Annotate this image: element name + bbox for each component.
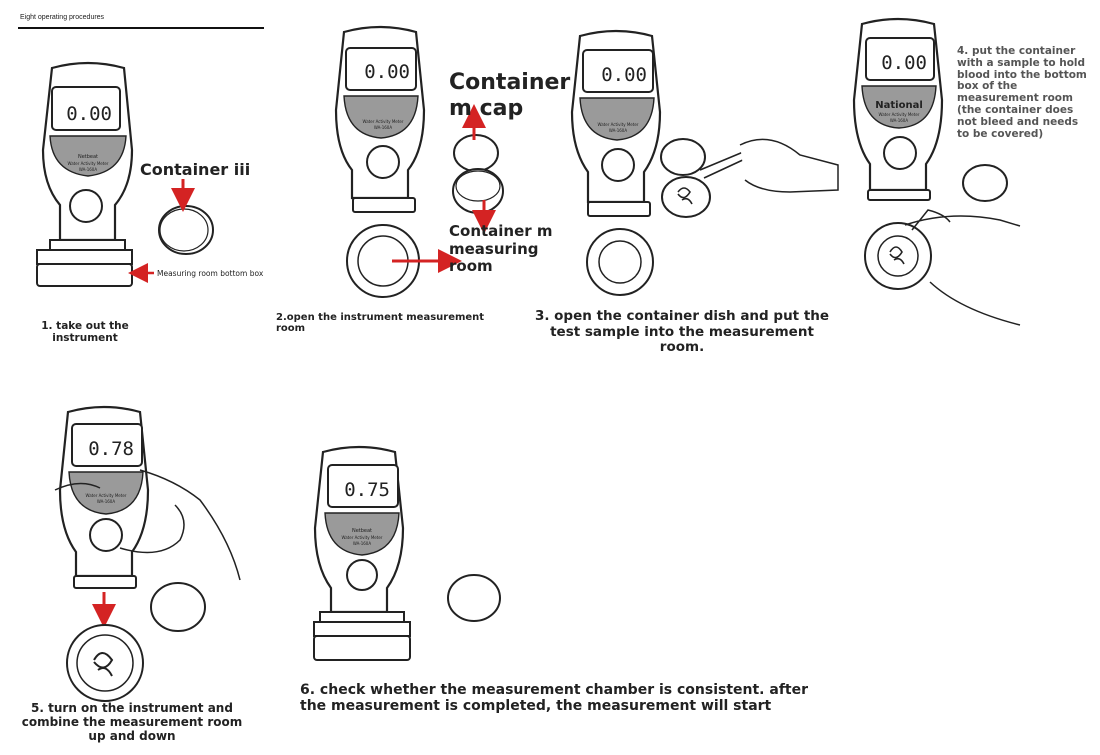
label-container-room: Container m measuring room bbox=[449, 222, 553, 275]
container-dish bbox=[158, 205, 214, 255]
combined-room bbox=[66, 624, 144, 702]
device-brand: Netbeat bbox=[352, 528, 372, 534]
container-lid bbox=[150, 582, 206, 632]
container-lid bbox=[962, 164, 1008, 202]
step-3-caption: 3. open the container dish and put the t… bbox=[534, 308, 830, 355]
label-bottom-box: Measuring room bottom box bbox=[157, 269, 264, 278]
device-code: WA-160A bbox=[374, 125, 392, 130]
device-code: WA-160A bbox=[890, 118, 908, 123]
display-reading: 0.78 bbox=[88, 438, 134, 460]
step-1-caption: 1. take out the instrument bbox=[41, 320, 129, 344]
label-container-iii: Container iii bbox=[140, 160, 251, 179]
display-reading: 0.00 bbox=[364, 61, 410, 83]
step-4-caption: 4. put the container with a sample to ho… bbox=[957, 45, 1087, 140]
display-reading: 0.00 bbox=[881, 52, 927, 74]
device-model-line: Water Activity Meter bbox=[342, 535, 383, 540]
page-title: Eight operating procedures bbox=[20, 14, 105, 21]
device-code: WA-160A bbox=[609, 128, 627, 133]
container-lid bbox=[447, 574, 501, 622]
meter-device-6 bbox=[313, 445, 411, 661]
hand-with-container bbox=[864, 209, 1021, 326]
hand-with-tweezers bbox=[699, 138, 839, 193]
display-reading: 0.00 bbox=[601, 64, 647, 86]
display-reading: 0.00 bbox=[66, 103, 112, 125]
device-code: WA-160A bbox=[97, 499, 115, 504]
meter-device-4 bbox=[852, 17, 944, 201]
measuring-room bbox=[586, 228, 654, 296]
device-model-line: Water Activity Meter bbox=[879, 112, 920, 117]
meter-device-1 bbox=[36, 61, 134, 287]
device-model-line: Water Activity Meter bbox=[363, 119, 404, 124]
display-reading: 0.75 bbox=[344, 479, 390, 501]
device-code: WA-160A bbox=[353, 541, 371, 546]
meter-device-2 bbox=[334, 25, 426, 213]
title-rule bbox=[18, 27, 264, 29]
step-5-caption: 5. turn on the instrument and combine th… bbox=[21, 701, 243, 743]
step-2-caption: 2.open the instrument measurement room bbox=[276, 312, 485, 334]
cap-rings bbox=[452, 134, 504, 214]
device-model-line: Water Activity Meter bbox=[86, 493, 127, 498]
device-model-line: Water Activity Meter bbox=[598, 122, 639, 127]
meter-device-5 bbox=[58, 405, 150, 589]
device-code: WA-160A bbox=[79, 167, 97, 172]
label-container-cap: Container m cap bbox=[449, 70, 571, 121]
meter-device-3 bbox=[570, 29, 662, 217]
device-model-line: Water Activity Meter bbox=[68, 161, 109, 166]
hand-holding-meter bbox=[54, 469, 241, 581]
step-6-caption: 6. check whether the measurement chamber… bbox=[300, 682, 808, 714]
device-brand: Netbeat bbox=[78, 154, 98, 160]
device-brand: National bbox=[875, 100, 923, 111]
sample-dish bbox=[660, 138, 711, 218]
